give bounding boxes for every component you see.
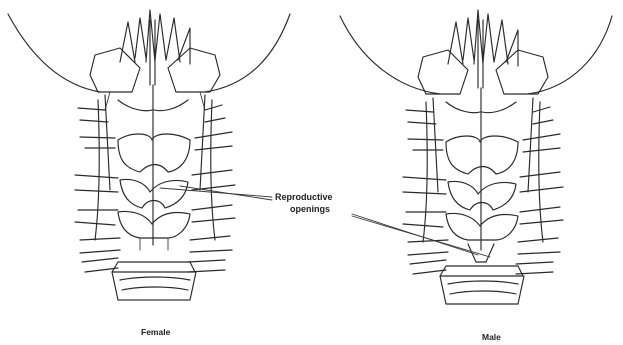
male-thorax: [423, 88, 543, 250]
male-specimen: [340, 10, 612, 304]
male-pointer-line-2: [352, 216, 490, 257]
male-carapace-outline: [340, 16, 612, 94]
female-pointer-line-1: [160, 188, 272, 197]
male-legs-left: [403, 110, 448, 274]
female-antennae: [120, 10, 190, 85]
female-caption: Female: [141, 327, 171, 337]
male-abdomen: [440, 266, 524, 304]
callout-label-line1: Reproductive: [275, 192, 333, 202]
female-pointer-line-2: [180, 186, 272, 200]
male-caption: Male: [482, 332, 501, 342]
female-abdomen: [112, 262, 196, 300]
female-legs-left: [75, 108, 120, 272]
female-specimen: [8, 10, 290, 300]
callout-label-line2: openings: [290, 204, 330, 214]
reproductive-openings-callout: Reproductive openings: [160, 186, 490, 257]
male-antennae: [448, 10, 518, 88]
